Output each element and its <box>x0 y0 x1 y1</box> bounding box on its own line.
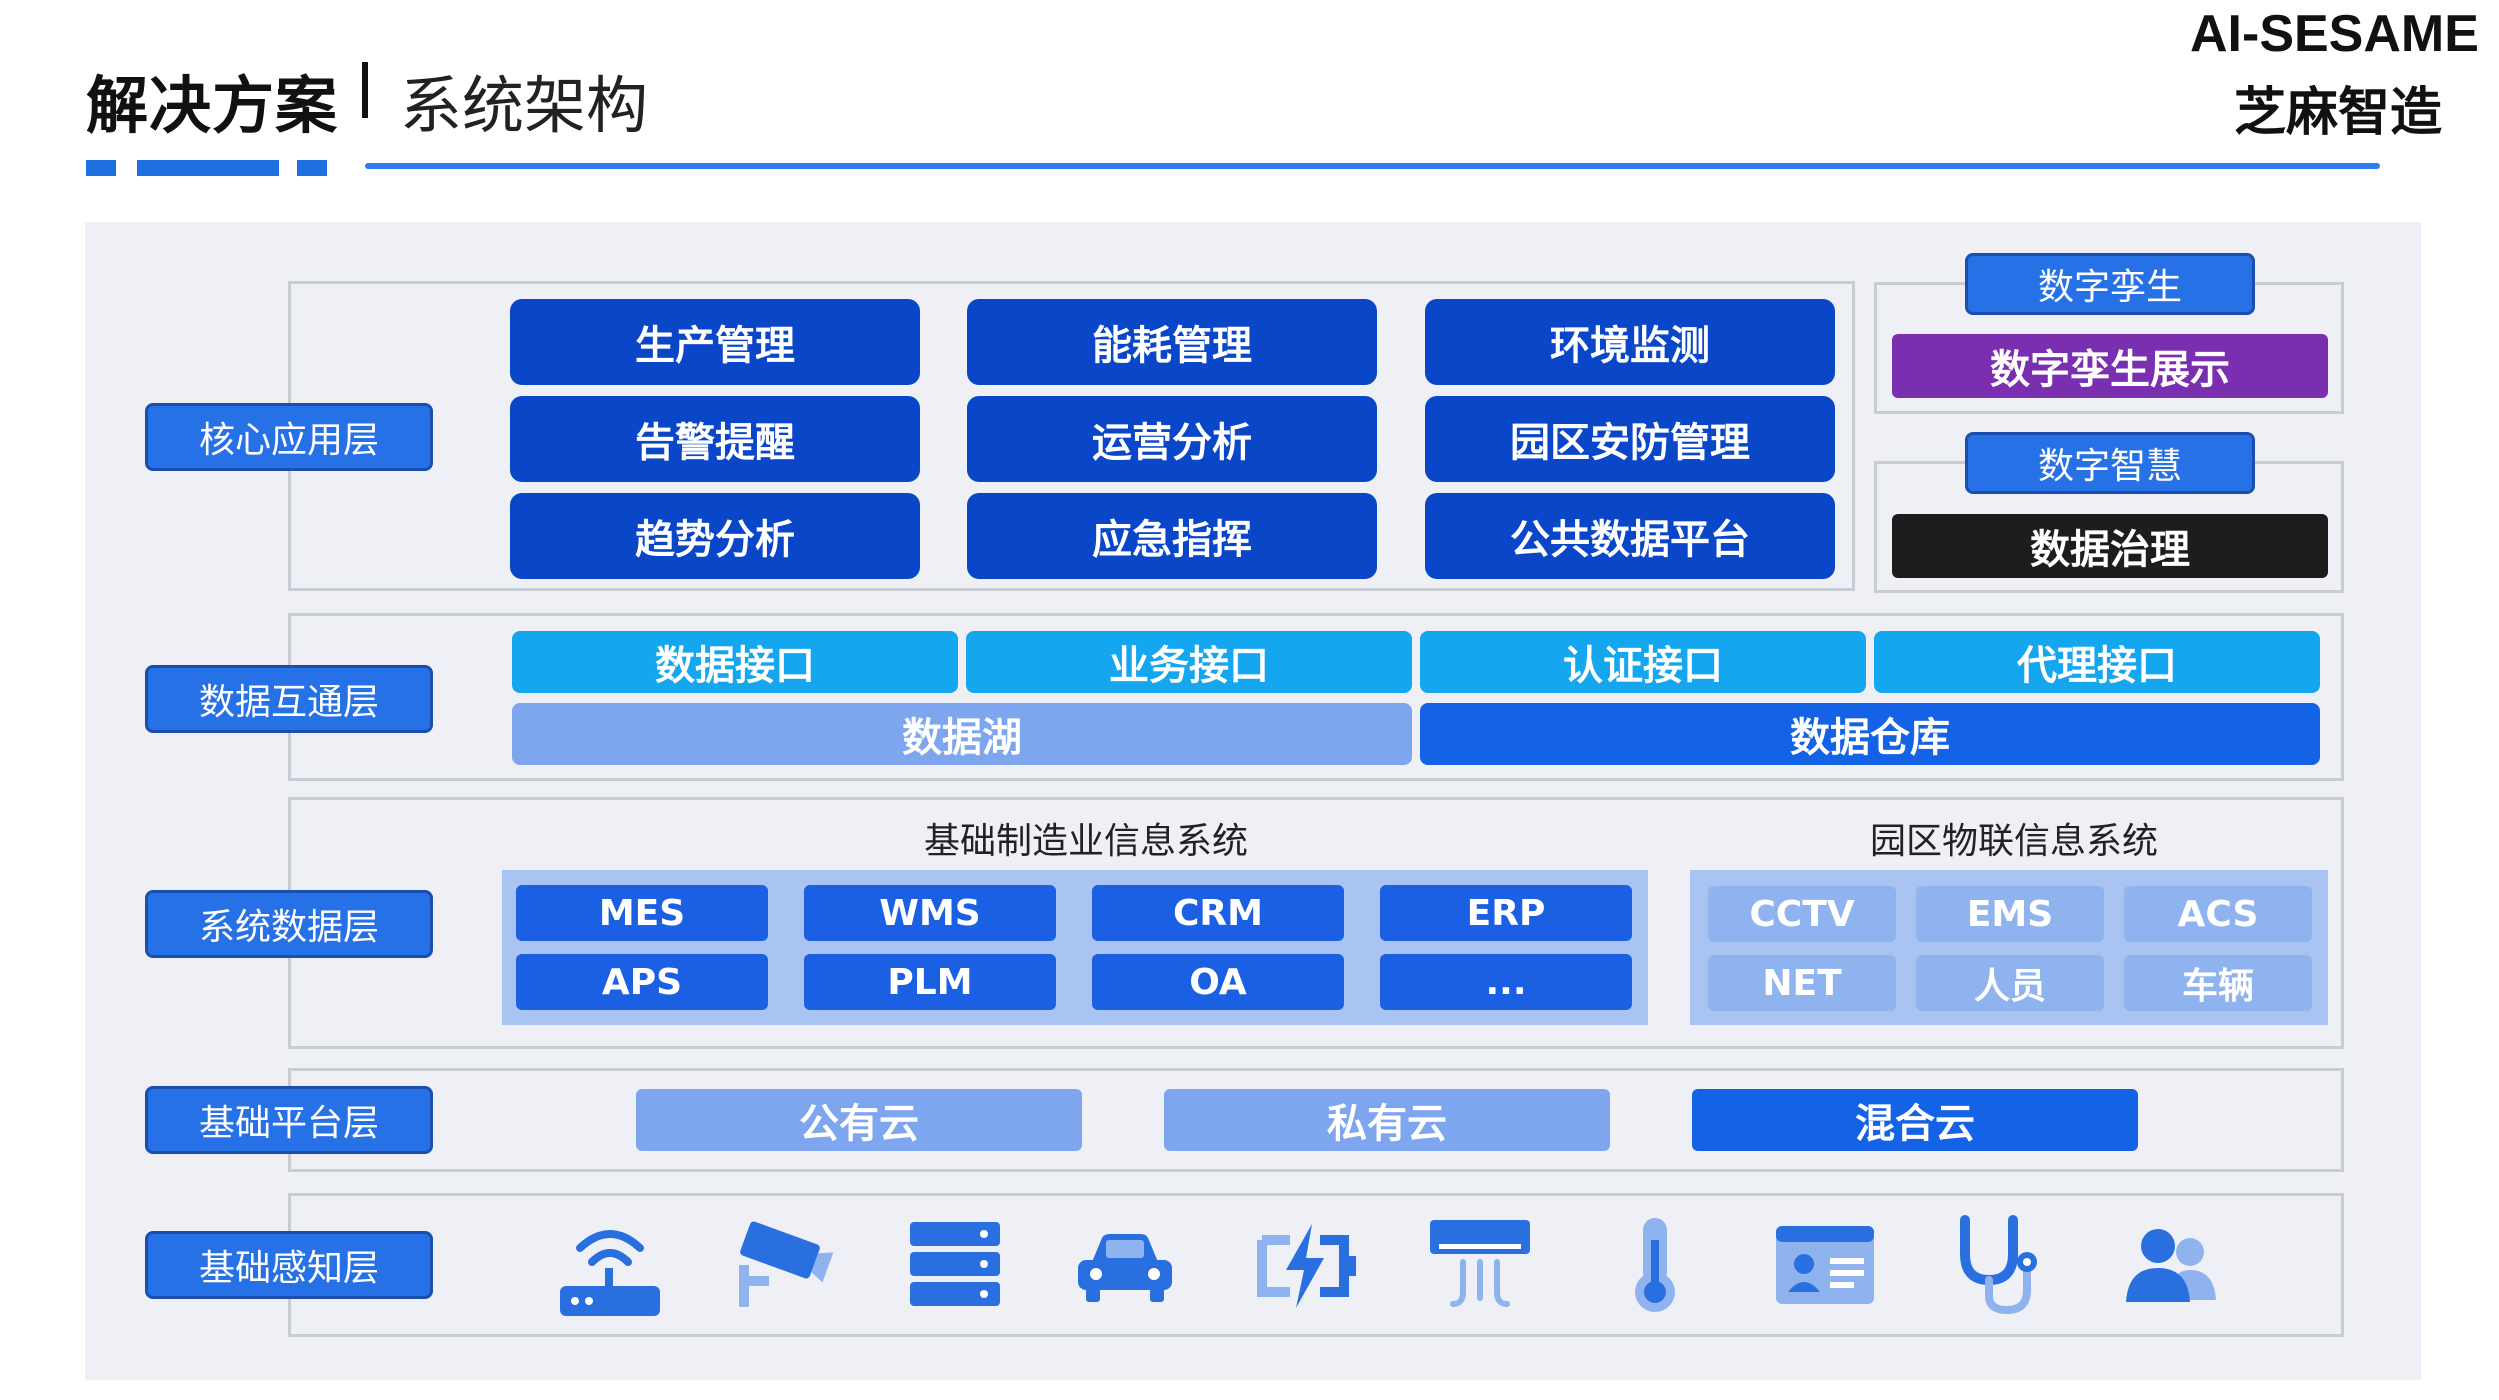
header-rule <box>365 163 2380 169</box>
layer-label-platform: 基础平台层 <box>145 1086 433 1154</box>
page-subtitle: 系统架构 <box>400 69 649 142</box>
digital-twin-display-button[interactable]: 数字孪生展示 <box>1892 334 2328 398</box>
private-cloud-button[interactable]: 私有云 <box>1164 1089 1610 1151</box>
system-button[interactable]: MES <box>516 885 768 941</box>
air-conditioner-icon <box>1425 1210 1535 1320</box>
data-governance-button[interactable]: 数据治理 <box>1892 514 2328 578</box>
data-lake-button[interactable]: 数据湖 <box>512 703 1412 765</box>
title-divider <box>362 62 368 118</box>
battery-charge-icon <box>1250 1210 1360 1320</box>
interface-button[interactable]: 数据接口 <box>512 631 958 693</box>
interface-button[interactable]: 业务接口 <box>966 631 1412 693</box>
accent-bar-2 <box>137 160 279 176</box>
layer-label-system-data: 系统数据层 <box>145 890 433 958</box>
core-app-button[interactable]: 告警提醒 <box>510 396 920 482</box>
park-iot-systems-title: 园区物联信息系统 <box>1870 821 2159 862</box>
digital-smart-heading: 数字智慧 <box>1965 432 2255 494</box>
core-app-button[interactable]: 能耗管理 <box>967 299 1377 385</box>
layer-label-data-exchange: 数据互通层 <box>145 665 433 733</box>
iot-system-button[interactable]: NET <box>1708 955 1896 1011</box>
system-button[interactable]: ERP <box>1380 885 1632 941</box>
layer-label-core: 核心应用层 <box>145 403 433 471</box>
interface-button[interactable]: 代理接口 <box>1874 631 2320 693</box>
core-app-button[interactable]: 环境监测 <box>1425 299 1835 385</box>
core-app-button[interactable]: 应急指挥 <box>967 493 1377 579</box>
wifi-router-icon <box>555 1210 665 1320</box>
system-button-more[interactable]: ... <box>1380 954 1632 1010</box>
core-app-button[interactable]: 公共数据平台 <box>1425 493 1835 579</box>
iot-system-button[interactable]: 车辆 <box>2124 955 2312 1011</box>
camera-icon <box>725 1210 835 1320</box>
layer-label-perception: 基础感知层 <box>145 1231 433 1299</box>
brand-name-cn: 芝麻智造 <box>2234 83 2443 143</box>
digital-twin-heading: 数字孪生 <box>1965 253 2255 315</box>
brand-name: AI-SESAME <box>2190 5 2479 63</box>
stethoscope-icon <box>1945 1210 2055 1320</box>
iot-system-button[interactable]: ACS <box>2124 886 2312 942</box>
accent-bar-1 <box>86 160 116 176</box>
system-button[interactable]: APS <box>516 954 768 1010</box>
server-icon <box>900 1210 1010 1320</box>
data-warehouse-button[interactable]: 数据仓库 <box>1420 703 2320 765</box>
manufacturing-systems-title: 基础制造业信息系统 <box>924 821 1249 862</box>
system-button[interactable]: PLM <box>804 954 1056 1010</box>
core-app-button[interactable]: 趋势分析 <box>510 493 920 579</box>
hybrid-cloud-button[interactable]: 混合云 <box>1692 1089 2138 1151</box>
core-app-button[interactable]: 运营分析 <box>967 396 1377 482</box>
iot-system-button[interactable]: EMS <box>1916 886 2104 942</box>
page-title: 解决方案 <box>86 69 339 142</box>
system-button[interactable]: CRM <box>1092 885 1344 941</box>
iot-system-button[interactable]: CCTV <box>1708 886 1896 942</box>
core-app-button[interactable]: 园区安防管理 <box>1425 396 1835 482</box>
accent-bar-3 <box>297 160 327 176</box>
car-icon <box>1070 1210 1180 1320</box>
thermometer-icon <box>1600 1210 1710 1320</box>
system-button[interactable]: OA <box>1092 954 1344 1010</box>
people-icon <box>2118 1210 2228 1320</box>
id-card-icon <box>1770 1210 1880 1320</box>
iot-system-button[interactable]: 人员 <box>1916 955 2104 1011</box>
system-button[interactable]: WMS <box>804 885 1056 941</box>
interface-button[interactable]: 认证接口 <box>1420 631 1866 693</box>
core-app-button[interactable]: 生产管理 <box>510 299 920 385</box>
public-cloud-button[interactable]: 公有云 <box>636 1089 1082 1151</box>
